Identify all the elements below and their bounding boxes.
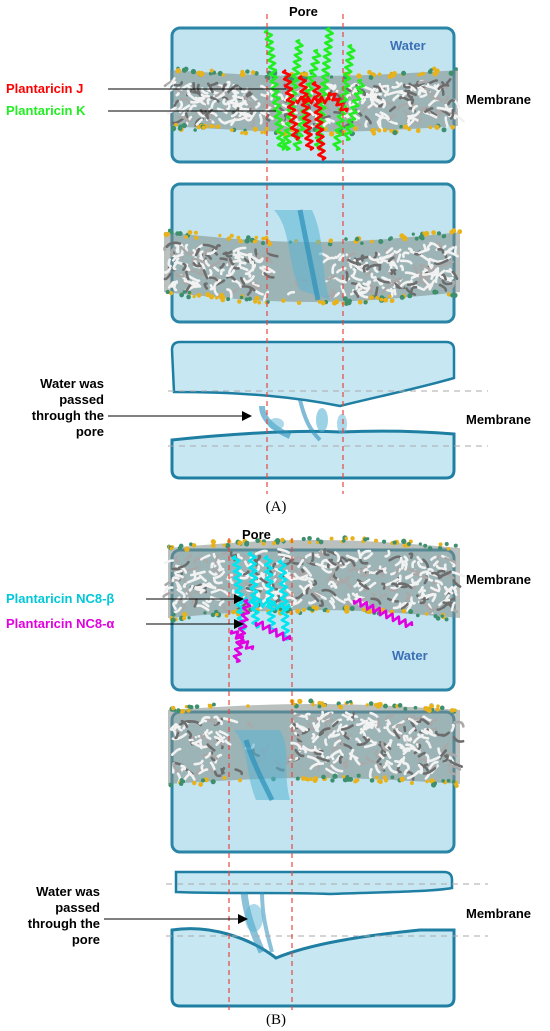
panel-b-snapshot-3	[166, 870, 488, 1008]
membrane-bilayer	[168, 698, 465, 788]
water-passed-line-1: Water was	[40, 376, 104, 391]
membrane-label: Membrane	[466, 92, 531, 107]
water-passed-line-1: Water was	[36, 884, 100, 899]
water-passed-line-3: through the	[32, 408, 104, 423]
lower-water-slab	[170, 927, 456, 1008]
panel-b: Water Pore Plantar	[6, 527, 531, 1028]
panel-a-snapshot-2	[163, 182, 463, 324]
water-passed-line-2: passed	[55, 900, 100, 915]
panel-b-letter: (B)	[266, 1012, 286, 1028]
peptide-plantaricin-j	[281, 68, 349, 162]
upper-water-slab	[170, 340, 456, 408]
plantaricin-nc8-beta-label: Plantaricin NC8-β	[6, 591, 114, 606]
peptide-plantaricin-nc8-alpha	[229, 597, 414, 664]
lower-water-slab	[170, 429, 456, 480]
plantaricin-nc8-beta-pointer-head	[234, 594, 244, 604]
pore-label: Pore	[289, 4, 318, 19]
plantaricin-nc8-alpha-label: Plantaricin NC8-α	[6, 616, 114, 631]
membrane-label-lower: Membrane	[466, 906, 531, 921]
water-label: Water	[390, 38, 426, 53]
upper-water-slab	[174, 870, 454, 896]
pore-label: Pore	[242, 527, 271, 542]
water-channel	[274, 209, 330, 301]
water-passed-arrow-head	[238, 914, 248, 924]
water-label: Water	[392, 648, 428, 663]
panel-a-snapshot-1: Water	[163, 26, 465, 164]
membrane-label: Membrane	[466, 572, 531, 587]
plantaricin-k-label: Plantaricin K	[6, 103, 86, 118]
plantaricin-j-label: Plantaricin J	[6, 81, 83, 96]
panel-b-snapshot-2	[168, 698, 465, 854]
water-channel	[234, 730, 290, 802]
membrane-bilayer	[163, 228, 463, 306]
plantaricin-nc8-alpha-pointer-head	[234, 619, 244, 629]
panel-b-snapshot-1: Water	[162, 535, 466, 692]
water-through-pore	[259, 399, 347, 442]
membrane-bilayer	[162, 535, 466, 623]
water-passed-line-3: through the	[28, 916, 100, 931]
water-passed-arrow-head	[242, 411, 252, 421]
water-passed-line-2: passed	[59, 392, 104, 407]
panel-a-letter: (A)	[266, 499, 287, 515]
water-through-pore	[240, 891, 274, 954]
panel-a-snapshot-3	[168, 340, 488, 480]
panel-a: Water	[6, 4, 531, 515]
water-passed-line-4: pore	[76, 424, 104, 439]
water-passed-line-4: pore	[72, 932, 100, 947]
membrane-label-lower: Membrane	[466, 412, 531, 427]
